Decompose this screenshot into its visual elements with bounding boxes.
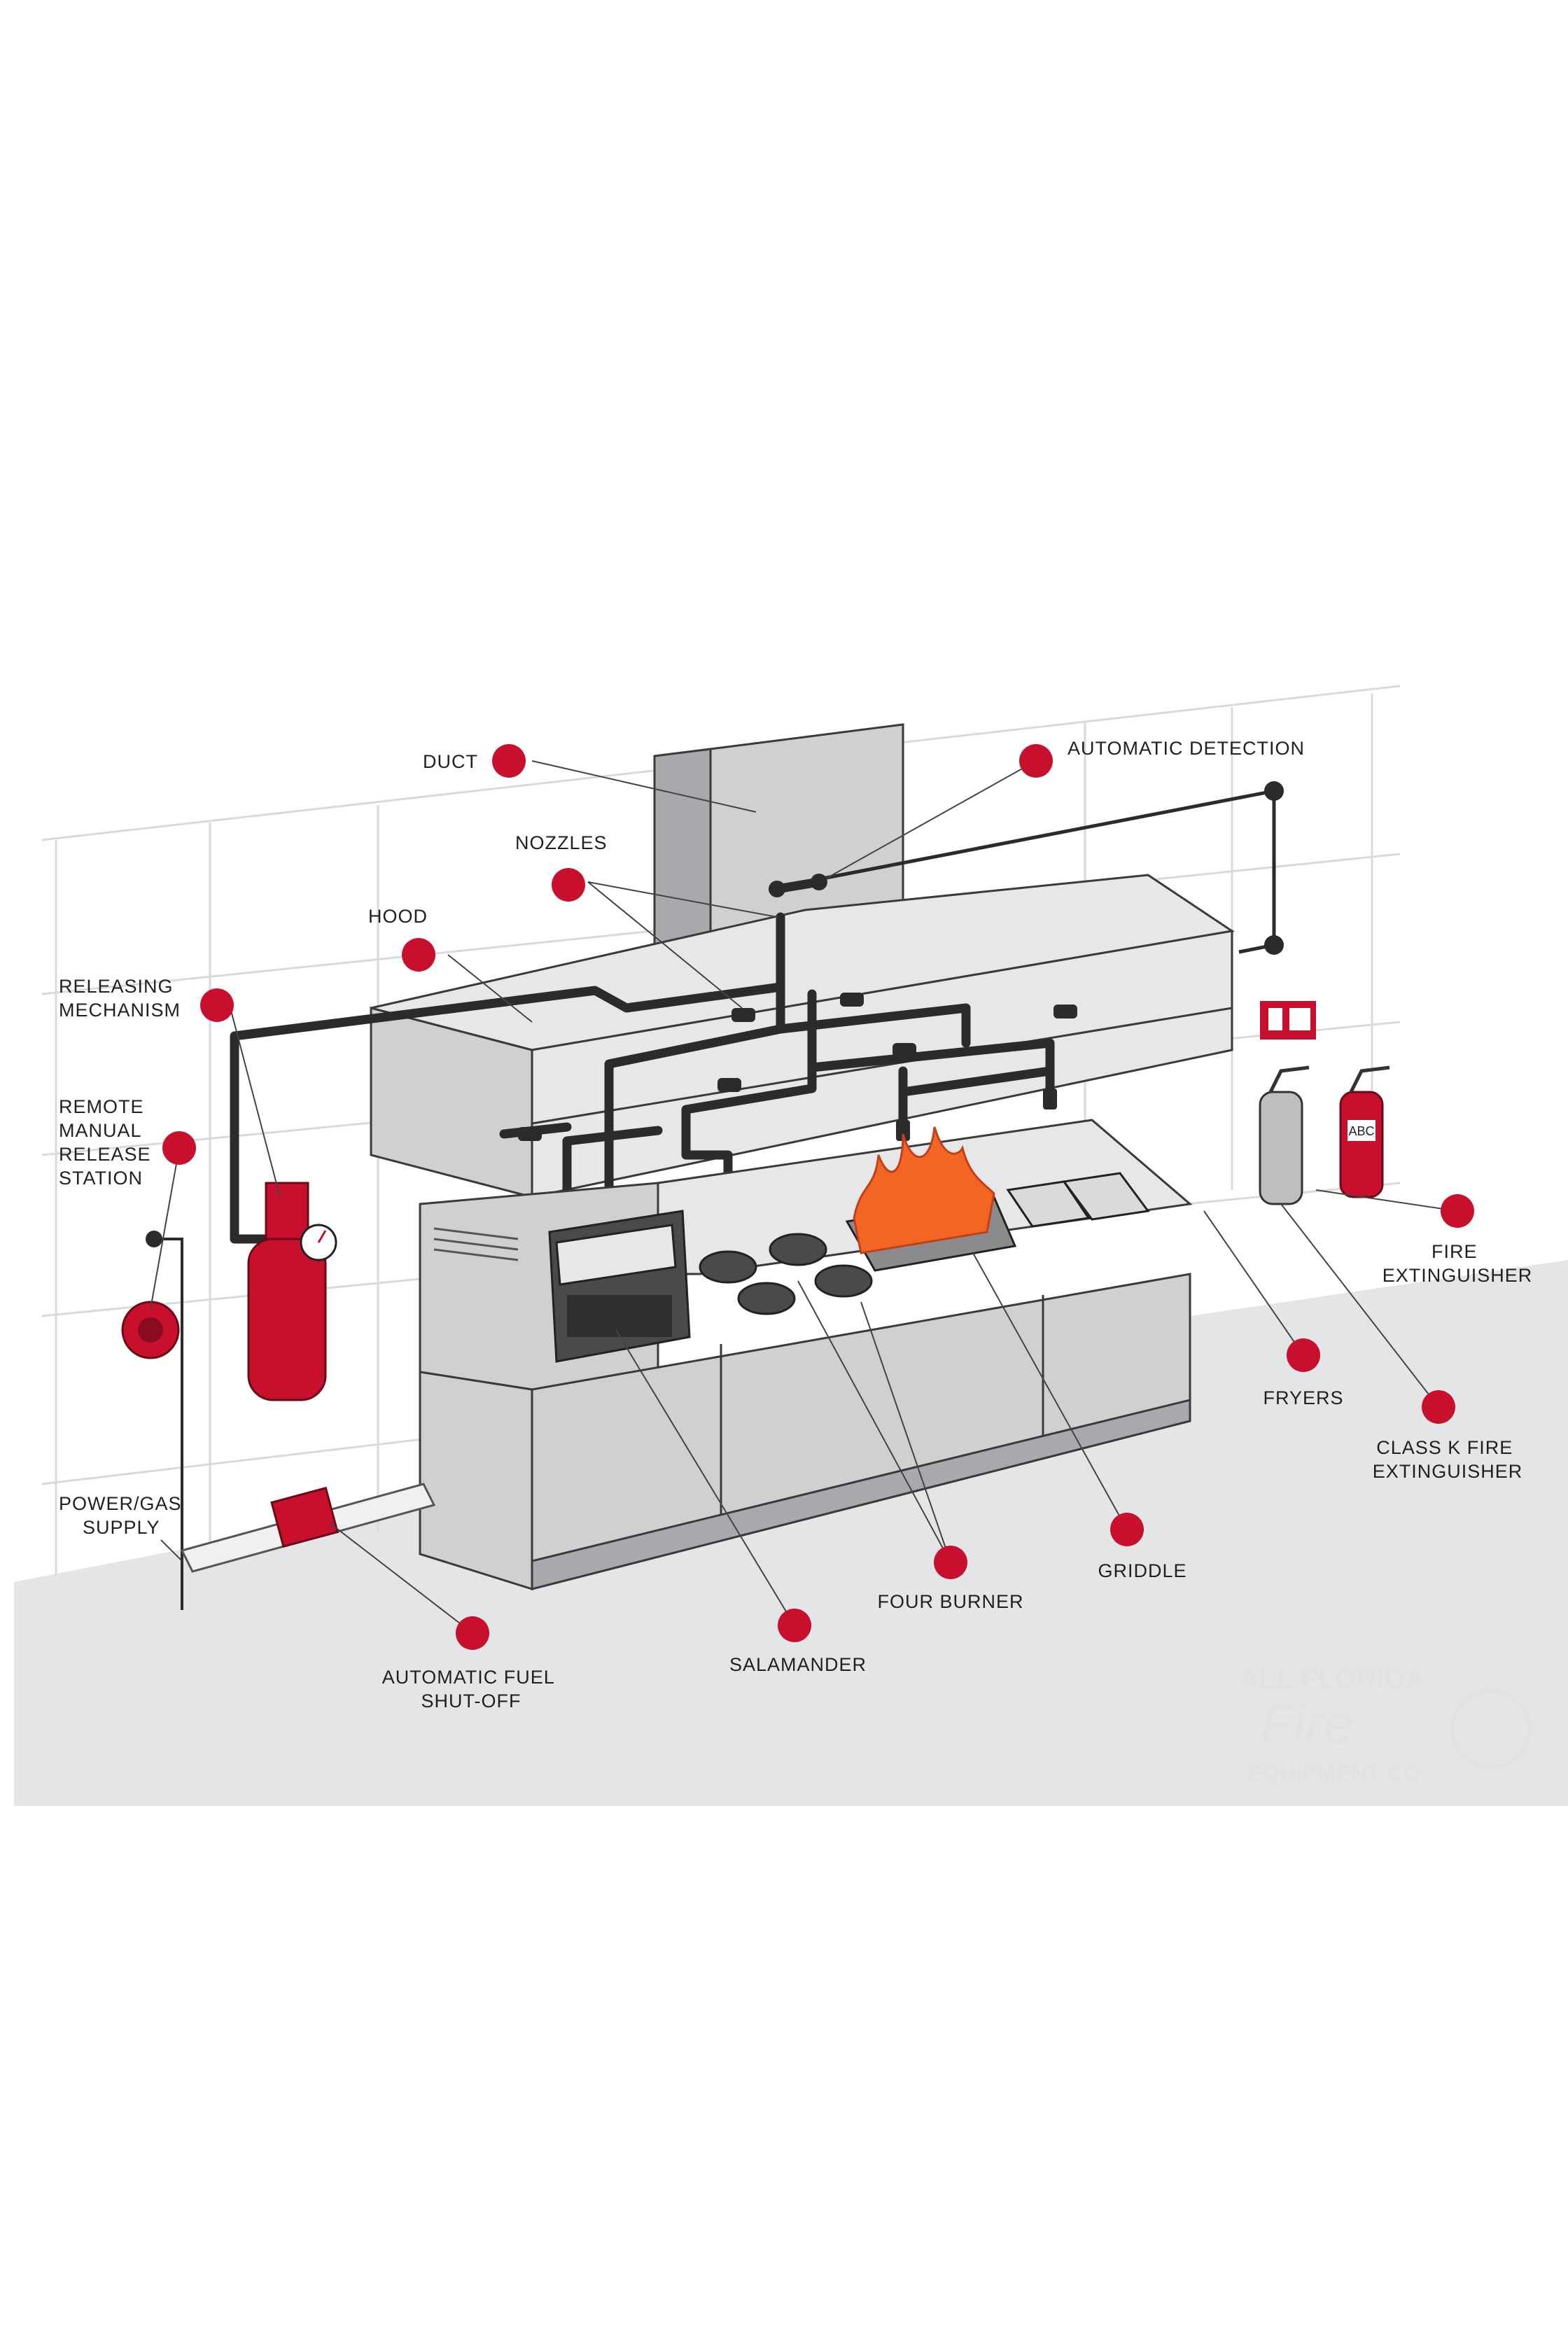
firefighter-mascot-icon xyxy=(1450,1688,1532,1770)
label-line: EXTINGUISHER xyxy=(1373,1461,1523,1482)
suppression-cylinder xyxy=(247,1182,337,1401)
class-k-fire-extinguisher xyxy=(1259,1065,1310,1205)
label-line: POWER/GAS xyxy=(59,1493,182,1514)
power-gas-supply xyxy=(180,1483,436,1573)
logo-line-2: Fire xyxy=(1260,1693,1354,1755)
detector-icon xyxy=(1264,935,1284,955)
label-line: SUPPLY xyxy=(83,1517,160,1538)
suppression-piping xyxy=(230,874,1055,1244)
remote-manual-release-station xyxy=(121,1231,180,1359)
fire-extinguisher: ABC xyxy=(1339,1065,1390,1198)
label-automatic-detection: AUTOMATIC DETECTION xyxy=(1068,738,1305,759)
fryers xyxy=(1006,1172,1150,1228)
leader-lines xyxy=(150,760,1458,1634)
label-line: RELEASING xyxy=(59,976,174,997)
company-logo-watermark: ALL FLORIDA Fire EQUIPMENT CO xyxy=(1239,1664,1532,1786)
label-line: SHUT-OFF xyxy=(421,1690,522,1712)
label-power-gas-supply: POWER/GAS SUPPLY xyxy=(59,1493,188,1538)
label-hood: HOOD xyxy=(368,906,428,927)
detector-icon xyxy=(1264,781,1284,801)
label-line: MECHANISM xyxy=(59,1000,181,1021)
callout-dots xyxy=(162,744,1474,1650)
vent-grille xyxy=(433,1227,519,1261)
label-griddle: GRIDDLE xyxy=(1098,1560,1186,1581)
label-line: STATION xyxy=(59,1168,143,1189)
label-line: FIRE xyxy=(1432,1241,1478,1262)
label-class-k-fire-extinguisher: CLASS K FIRE EXTINGUISHER xyxy=(1373,1437,1523,1482)
logo-line-3: EQUIPMENT CO xyxy=(1247,1761,1420,1786)
exit-sign xyxy=(1260,1001,1316,1040)
label-four-burner: FOUR BURNER xyxy=(877,1591,1023,1612)
label-nozzles: NOZZLES xyxy=(515,832,608,853)
salamander xyxy=(548,1210,691,1363)
label-fire-extinguisher: FIRE EXTINGUISHER xyxy=(1382,1241,1533,1286)
label-automatic-fuel-shut-off: AUTOMATIC FUEL SHUT-OFF xyxy=(382,1667,561,1712)
label-line: RELEASE xyxy=(59,1144,151,1165)
label-line: AUTOMATIC FUEL xyxy=(382,1667,554,1688)
label-remote-manual-release-station: REMOTE MANUAL RELEASE STATION xyxy=(59,1096,157,1189)
label-line: REMOTE xyxy=(59,1096,144,1117)
label-line: CLASS K FIRE xyxy=(1376,1437,1513,1458)
label-line: EXTINGUISHER xyxy=(1382,1265,1533,1286)
label-salamander: SALAMANDER xyxy=(729,1654,867,1675)
label-releasing-mechanism: RELEASING MECHANISM xyxy=(59,976,181,1021)
label-fryers: FRYERS xyxy=(1263,1387,1343,1408)
flame-icon xyxy=(853,1126,995,1254)
extinguisher-tag: ABC xyxy=(1348,1124,1374,1138)
label-line: MANUAL xyxy=(59,1120,141,1141)
label-duct: DUCT xyxy=(423,751,478,772)
four-burner xyxy=(699,1233,873,1315)
logo-line-1: ALL FLORIDA xyxy=(1239,1664,1425,1695)
